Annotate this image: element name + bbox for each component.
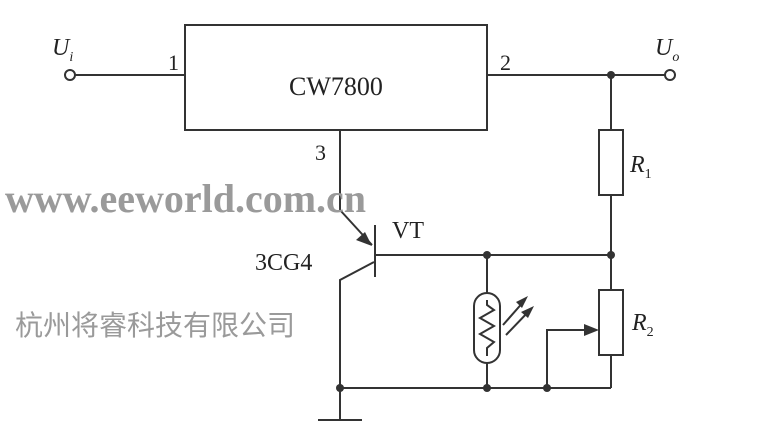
watermark-company: 杭州将睿科技有限公司 [15, 309, 295, 342]
ground-node-3 [543, 384, 551, 392]
photoresistor-zigzag-icon [477, 300, 497, 356]
r1-label: R1 [629, 152, 652, 182]
pin3-label: 3 [315, 140, 326, 165]
r2-potentiometer [598, 289, 624, 356]
pin1-label: 1 [168, 50, 179, 75]
wiper-arrow-icon [584, 324, 599, 336]
regulator-box [184, 24, 488, 131]
r2-label: R2 [631, 310, 654, 340]
output-terminal [664, 69, 676, 81]
input-label: Ui [52, 35, 73, 65]
pin2-label: 2 [500, 50, 511, 75]
input-terminal [64, 69, 76, 81]
light-arrows-icon [502, 296, 534, 336]
regulator-label: CW7800 [289, 72, 383, 101]
emitter-arrow-icon [356, 232, 372, 246]
r1-resistor [598, 129, 624, 196]
watermark-url: www.eeworld.com.cn [5, 176, 366, 221]
transistor-model: 3CG4 [255, 250, 312, 276]
collector [339, 261, 375, 388]
ground-node-2 [483, 384, 491, 392]
wiper-wire [546, 329, 590, 388]
transistor-name: VT [392, 218, 424, 244]
output-label: Uo [655, 35, 679, 65]
